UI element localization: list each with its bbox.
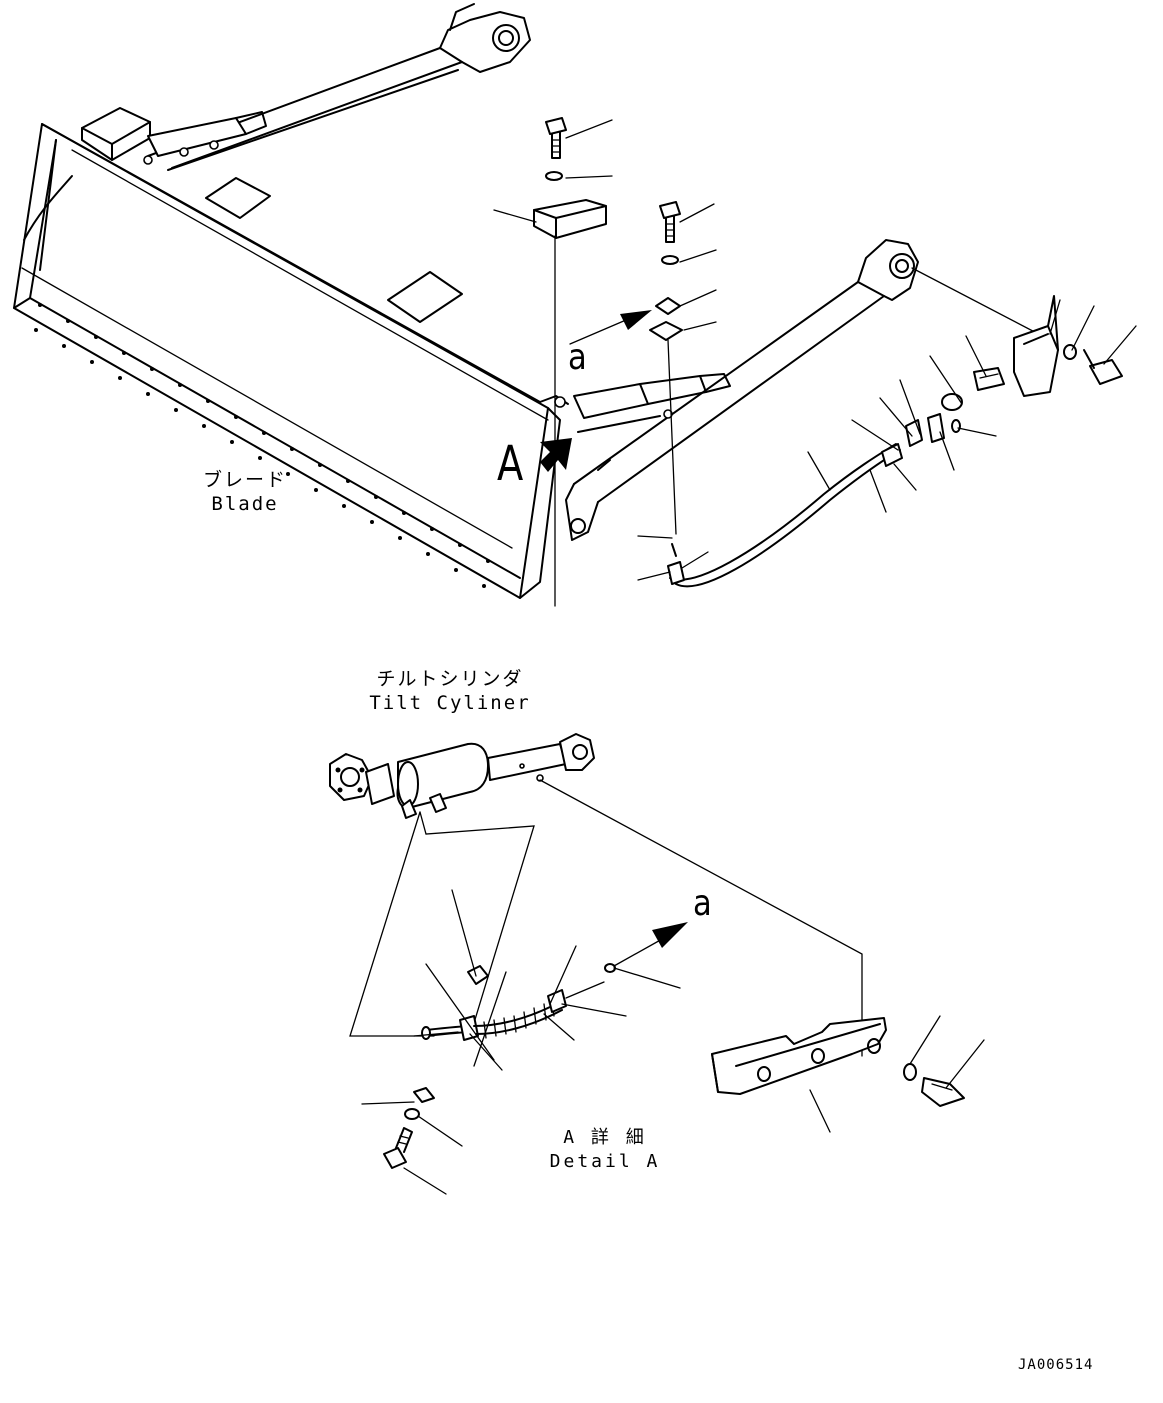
view-arrow-a [540,438,572,472]
tilt-cylinder-label-en: Tilt Cyliner [369,692,531,714]
tilt-cylinder-label-jp: チルトシリンダ [376,668,524,690]
detail-a-label-jp: A 詳 細 [563,1127,647,1148]
blade [13,123,569,599]
blade-label-jp: ブレード [202,469,287,491]
arrow-label-detail: a [693,883,712,924]
view-marker-a: A [497,436,524,492]
drawing-code: JA006514 [1018,1357,1094,1373]
tilt-cylinder-label: チルトシリンダ Tilt Cyliner [350,667,550,715]
exploded-parts-top [533,117,683,607]
blade-label: ブレード Blade [190,468,300,516]
right-push-arm [554,239,1051,541]
detail-a-label: A 詳 細 Detail A [540,1126,670,1174]
detail-a-parts [383,922,965,1169]
leader-lines-top [493,119,1137,581]
detail-a-label-en: Detail A [549,1151,661,1172]
blade-bolt-holes [34,303,490,588]
tilt-cylinder [329,733,863,1057]
blade-label-en: Blade [211,493,279,515]
leader-lines-detail [361,889,985,1195]
hose-assembly-top [667,295,1123,588]
left-push-arm [81,3,531,171]
arrow-label-top: a [568,337,587,378]
